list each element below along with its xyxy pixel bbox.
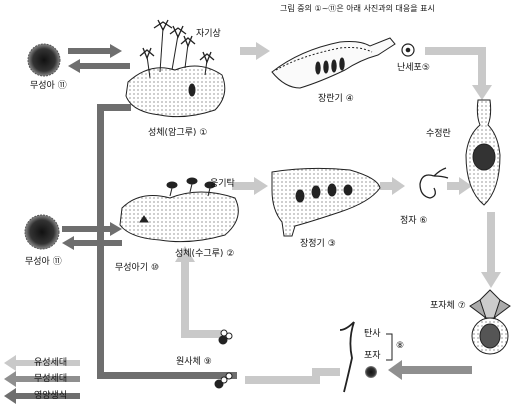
legend-sexual-label: 유성세대 bbox=[34, 359, 67, 368]
antheridium-section bbox=[272, 168, 380, 236]
gemma-left-label: 무성아 ⑪ bbox=[25, 258, 62, 267]
sporophyte bbox=[470, 290, 510, 354]
fertilized-egg bbox=[466, 100, 500, 205]
legend-asexual-label: 무성세대 bbox=[34, 375, 67, 384]
spore-number-label: ⑧ bbox=[396, 342, 404, 351]
spore-label: 포자 bbox=[364, 352, 381, 361]
sporophyte-label: 포자체 ⑦ bbox=[430, 302, 466, 311]
archegonium-section bbox=[272, 38, 395, 88]
correspondence-note: 그림 중의 ①~⑪은 아래 사진과의 대응을 표시 bbox=[280, 5, 435, 13]
spore-cell bbox=[365, 366, 377, 378]
egg-cell-label: 난세포⑤ bbox=[397, 64, 430, 73]
male-thallus-label: 성체(수그루) ② bbox=[175, 250, 234, 259]
archegonium-label: 장란기 ④ bbox=[318, 95, 354, 104]
protonema bbox=[215, 330, 232, 388]
egg-cell bbox=[402, 44, 414, 56]
elaters-spores bbox=[340, 322, 354, 392]
antheridiophore-label: 웅기탁 bbox=[210, 180, 235, 189]
legend-vegetative-label: 영양생식 bbox=[34, 392, 67, 401]
sperm bbox=[420, 168, 448, 198]
fertilized-egg-label: 수정란 bbox=[426, 130, 451, 139]
gemma-top-label: 무성아 ⑪ bbox=[30, 82, 67, 91]
gemma-cup-label: 무성아기 ⑩ bbox=[115, 264, 159, 273]
asexual-generation-arrows bbox=[388, 360, 472, 380]
gemma-top bbox=[28, 44, 60, 76]
archegoniophore-label: 자기상 bbox=[196, 30, 221, 39]
sperm-label: 정자 ⑥ bbox=[400, 217, 428, 226]
gemma-left bbox=[25, 215, 59, 249]
protonema-label: 원사체 ⑨ bbox=[176, 358, 212, 367]
female-thallus-label: 성체(암그루) ① bbox=[148, 129, 207, 138]
antheridium-label: 장정기 ③ bbox=[300, 240, 336, 249]
spore-bracket bbox=[386, 334, 392, 360]
elater-label: 탄사 bbox=[364, 330, 381, 339]
